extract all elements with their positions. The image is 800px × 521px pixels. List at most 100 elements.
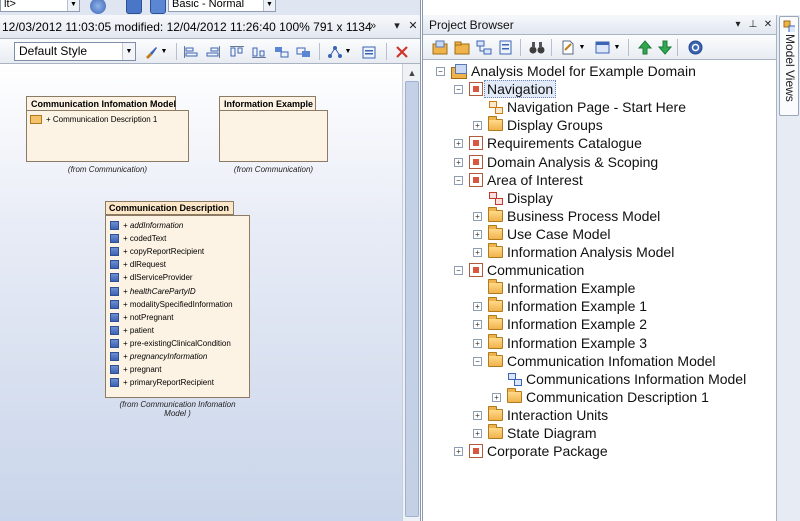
align-right-icon[interactable] xyxy=(205,44,221,59)
delete-icon[interactable] xyxy=(394,44,410,59)
tree-item[interactable]: Use Case Model xyxy=(488,224,611,243)
class-attribute[interactable]: + dlServiceProvider xyxy=(110,271,193,284)
move-up-icon[interactable] xyxy=(637,40,653,55)
tree-item[interactable]: Navigation Page - Start Here xyxy=(488,98,686,116)
chevron-down-icon[interactable]: ▼ xyxy=(613,44,621,51)
expand-icon[interactable]: + xyxy=(473,429,482,438)
align-left-icon[interactable] xyxy=(183,44,199,59)
globe-icon[interactable] xyxy=(90,0,106,14)
close-icon[interactable]: ✕ xyxy=(763,19,773,30)
expand-icon[interactable]: + xyxy=(473,410,482,420)
style-select[interactable]: Default Style ▼ xyxy=(14,42,136,61)
chevron-down-icon[interactable]: ▼ xyxy=(67,0,79,11)
project-tree[interactable]: −Analysis Model for Example Domain−Navig… xyxy=(423,60,776,520)
class-attribute[interactable]: + primaryReportRecipient xyxy=(110,376,214,389)
same-size-icon[interactable] xyxy=(274,44,290,59)
tree-item[interactable]: Information Example xyxy=(488,279,635,297)
scroll-up-icon[interactable]: ▲ xyxy=(407,68,417,78)
new-element-icon[interactable] xyxy=(498,40,514,55)
close-icon[interactable]: ✕ xyxy=(408,20,418,32)
diagram-canvas[interactable]: Communication Infomation Model + Communi… xyxy=(0,64,402,521)
tree-item[interactable]: Analysis Model for Example Domain xyxy=(451,62,696,80)
expand-icon[interactable]: + xyxy=(454,139,463,149)
collapse-icon[interactable]: − xyxy=(454,266,463,276)
chevron-down-icon[interactable]: ▼ xyxy=(578,44,586,51)
collapse-icon[interactable]: − xyxy=(454,175,463,185)
diagram-vertical-scrollbar[interactable]: ▲ xyxy=(402,64,420,521)
class-attribute[interactable]: + dlRequest xyxy=(110,258,166,271)
class-attribute[interactable]: + modalitySpecifiedInformation xyxy=(110,298,233,311)
class-attribute[interactable]: + healthCarePartyID xyxy=(110,285,196,298)
pin-icon[interactable]: ⊥ xyxy=(748,19,758,30)
expand-icon[interactable]: + xyxy=(473,229,482,239)
collapse-up-icon[interactable]: » xyxy=(369,20,377,32)
chevron-down-icon[interactable]: ▾ xyxy=(394,20,400,32)
class-attribute[interactable]: + notPregnant xyxy=(110,311,173,324)
document-icon[interactable] xyxy=(560,40,576,55)
collapse-icon[interactable]: − xyxy=(454,85,463,95)
tree-item[interactable]: Communication xyxy=(469,261,584,279)
new-package-icon[interactable] xyxy=(454,40,470,55)
package-tab[interactable]: Information Example xyxy=(219,96,316,111)
collapse-icon[interactable]: − xyxy=(436,67,445,76)
tree-item[interactable]: Display Groups xyxy=(488,116,603,134)
chevron-down-icon[interactable]: ▼ xyxy=(122,43,135,60)
tree-item[interactable]: Navigation xyxy=(469,80,557,99)
tree-item[interactable]: Information Example 3 xyxy=(488,333,647,352)
resize-icon[interactable] xyxy=(296,44,312,59)
class-title[interactable]: Communication Description 1 xyxy=(105,201,234,224)
new-model-icon[interactable] xyxy=(432,40,448,55)
collapse-icon[interactable]: − xyxy=(473,356,482,366)
tree-item[interactable]: Information Analysis Model xyxy=(488,243,674,261)
expand-icon[interactable]: + xyxy=(473,338,482,348)
package-communication-infomation-model[interactable]: + Communication Description 1 xyxy=(26,110,189,162)
class-attribute[interactable]: + pre-existingClinicalCondition xyxy=(110,337,231,350)
scrollbar-thumb[interactable] xyxy=(405,81,419,517)
expand-icon[interactable]: + xyxy=(473,320,482,330)
tree-item[interactable]: State Diagram xyxy=(488,424,596,442)
package-information-example[interactable] xyxy=(219,110,328,162)
tree-item[interactable]: Information Example 2 xyxy=(488,315,647,333)
report-icon[interactable] xyxy=(595,40,611,55)
help-icon[interactable] xyxy=(687,40,703,55)
expand-icon[interactable]: + xyxy=(473,248,482,257)
chevron-down-icon[interactable]: ▼ xyxy=(263,0,275,11)
tree-item[interactable]: Business Process Model xyxy=(488,206,660,225)
class-attribute[interactable]: + addInformation xyxy=(110,219,183,232)
chevron-down-icon[interactable]: ▾ xyxy=(735,19,741,30)
class-attribute[interactable]: + codedText xyxy=(110,232,166,245)
new-diagram-icon[interactable] xyxy=(476,40,492,55)
tree-item[interactable]: Requirements Catalogue xyxy=(469,134,642,152)
tree-item[interactable]: Corporate Package xyxy=(469,442,608,460)
expand-icon[interactable]: + xyxy=(492,392,501,402)
tree-item[interactable]: Interaction Units xyxy=(488,405,608,424)
chevron-down-icon[interactable]: ▼ xyxy=(344,48,352,55)
class-communication-description-1[interactable]: + addInformation+ codedText+ copyReportR… xyxy=(105,215,250,398)
align-top-icon[interactable] xyxy=(229,44,245,59)
chevron-down-icon[interactable]: ▼ xyxy=(160,48,168,55)
layout-icon[interactable] xyxy=(150,0,166,14)
expand-icon[interactable]: + xyxy=(454,157,463,167)
tree-item[interactable]: Communication Description 1 xyxy=(507,387,709,406)
class-attribute[interactable]: + pregnancyInformation xyxy=(110,350,207,363)
workspace-combo[interactable]: Basic - Normal ▼ xyxy=(168,0,276,12)
diagram-properties-icon[interactable] xyxy=(362,44,378,59)
perspective-combo[interactable]: lt> ▼ xyxy=(0,0,80,12)
window-icon[interactable] xyxy=(126,0,142,14)
paint-brush-icon[interactable] xyxy=(143,44,159,59)
tree-item[interactable]: Domain Analysis & Scoping xyxy=(469,153,658,171)
package-entry[interactable]: + Communication Description 1 xyxy=(30,115,157,124)
tree-item[interactable]: Area of Interest xyxy=(469,171,583,189)
tree-item[interactable]: Communications Information Model xyxy=(507,370,746,388)
binoculars-icon[interactable] xyxy=(529,40,545,55)
tree-item[interactable]: Information Example 1 xyxy=(488,297,647,315)
tree-item[interactable]: Display xyxy=(488,189,553,207)
move-down-icon[interactable] xyxy=(657,40,673,55)
expand-icon[interactable]: + xyxy=(473,302,482,312)
expand-icon[interactable]: + xyxy=(473,211,482,221)
layout-diagram-icon[interactable] xyxy=(327,44,343,59)
model-views-tab[interactable]: Model Views xyxy=(779,16,799,116)
package-tab[interactable]: Communication Infomation Model xyxy=(26,96,176,111)
class-attribute[interactable]: + copyReportRecipient xyxy=(110,245,204,258)
expand-icon[interactable]: + xyxy=(454,447,463,457)
